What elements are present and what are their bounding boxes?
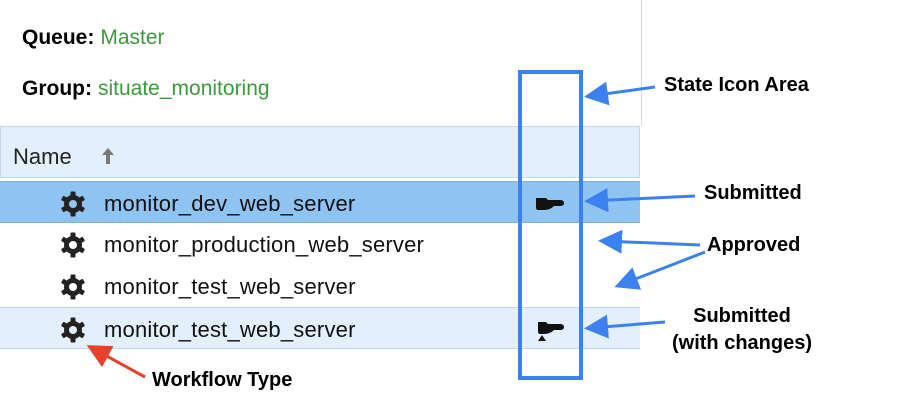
workflow-name: monitor_test_web_server (104, 274, 356, 299)
gear-icon (60, 317, 86, 348)
group-value[interactable]: situate_monitoring (97, 77, 270, 100)
submitted-with-changes-label: Submitted (with changes) (672, 303, 812, 357)
workflow-type-arrow (86, 345, 146, 379)
column-header-label: Name (13, 144, 72, 169)
gear-icon (60, 191, 86, 222)
approved-label: Approved (707, 234, 801, 256)
approved-arrow-1 (598, 229, 701, 254)
table-row[interactable]: monitor_test_web_server (0, 307, 640, 349)
table-row[interactable]: monitor_production_web_server (0, 223, 640, 265)
submitted-with-changes-line1: Submitted (693, 305, 791, 327)
gear-icon (60, 232, 86, 263)
workflow-type-label: Workflow Type (152, 369, 293, 391)
workflow-name: monitor_production_web_server (104, 232, 425, 257)
submitted-label: Submitted (704, 182, 802, 204)
submitted-hand-icon (534, 194, 570, 217)
table-row[interactable]: monitor_dev_web_server (0, 181, 640, 223)
group-label: Group: (22, 77, 92, 100)
workflow-name: monitor_test_web_server (104, 317, 356, 342)
queue-group-panel: Queue:Master Group:situate_monitoring (0, 0, 642, 126)
submitted-changes-arrow (584, 314, 666, 339)
group-line: Group:situate_monitoring (22, 77, 270, 101)
queue-label: Queue: (22, 26, 95, 49)
submitted-with-changes-icon (534, 320, 570, 347)
workflow-name: monitor_dev_web_server (104, 191, 356, 216)
gear-icon (60, 274, 86, 305)
state-icon-area-arrow (584, 81, 656, 106)
queue-line: Queue:Master (22, 26, 165, 50)
approved-arrow-2 (614, 250, 706, 290)
state-icon-area-box (518, 70, 583, 380)
submitted-with-changes-line2: (with changes) (672, 332, 813, 354)
state-icon-area-label: State Icon Area (664, 74, 809, 96)
submitted-arrow (584, 188, 696, 213)
sort-arrow-up-icon[interactable] (101, 147, 115, 170)
queue-value[interactable]: Master (100, 26, 165, 49)
name-column-header[interactable]: Name (0, 126, 640, 178)
table-row[interactable]: monitor_test_web_server (0, 265, 640, 307)
